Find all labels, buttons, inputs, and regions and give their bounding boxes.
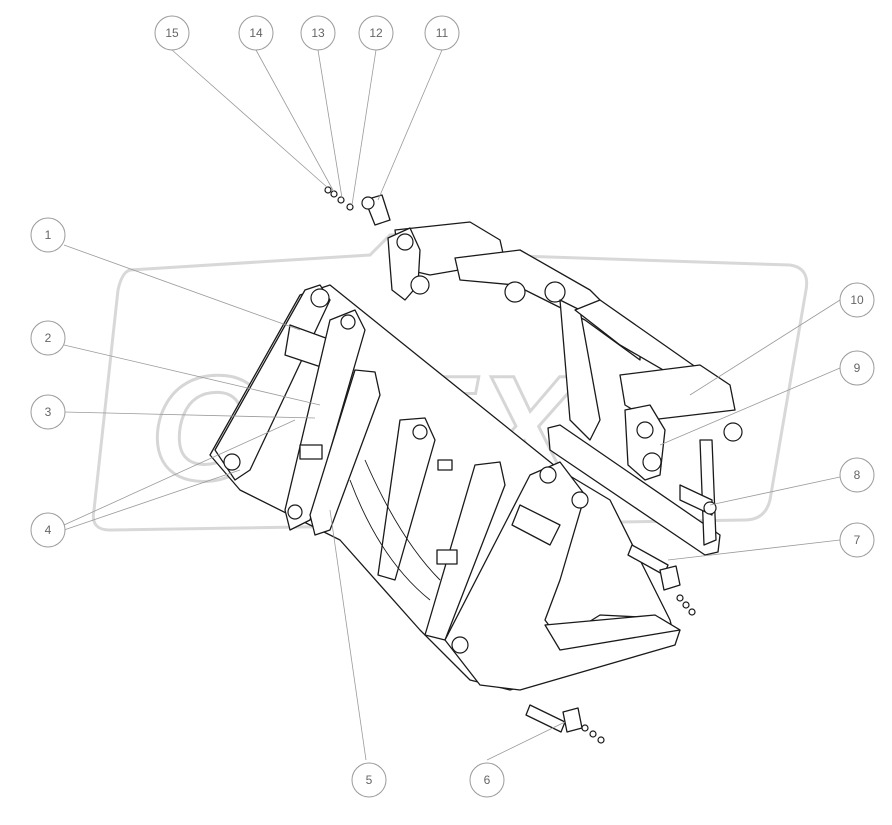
top-pin-head [361,196,375,210]
svg-text:2: 2 [45,331,52,345]
callout-6: 6 [469,762,505,798]
hitch-right-tube-end [723,422,743,442]
hitch-right-pin-hole-upper [636,421,654,439]
pin-part-6 [525,704,566,733]
bucket-inner-curve [349,479,431,601]
svg-text:15: 15 [165,26,179,40]
leader-6 [486,721,566,761]
hitch-cross-tube [454,249,641,361]
svg-text:9: 9 [854,361,861,375]
svg-text:8: 8 [854,468,861,482]
bucket-cutting-edge [544,614,681,651]
svg-text:14: 14 [249,26,263,40]
bucket-cross-tube-lower [511,504,561,546]
callout-7: 7 [839,522,875,558]
callout-13: 13 [300,15,336,51]
bucket-rib-3 [377,417,436,581]
washer-part-14 [330,190,338,198]
washer-part-7b [682,601,690,609]
callout-15: 15 [154,15,190,51]
pin-part-6-plate [562,707,583,733]
hitch-tube-end-left [504,281,526,303]
svg-text:3: 3 [45,405,52,419]
leader-7 [667,539,841,561]
hitch-right-pin-hole-lower [642,452,662,472]
callout-10: 10 [839,282,875,318]
bucket-rib-4 [424,461,506,641]
washer-part-6b [589,730,597,738]
leader-4a [63,419,296,526]
leader-4b [63,469,241,531]
callout-3: 3 [30,394,66,430]
leader-5 [329,509,367,761]
svg-text:7: 7 [854,533,861,547]
rib-1-bottom-bore [287,504,303,520]
leader-2 [63,344,321,406]
leader-11 [377,49,443,201]
callouts: 1 2 3 4 5 6 7 8 9 10 11 12 13 14 15 [30,15,875,798]
left-side-bottom-bore [223,453,241,471]
leader-9 [659,367,841,446]
callout-9: 9 [839,350,875,386]
hitch-roller-end [703,501,717,515]
bucket-rib-2 [309,369,381,536]
leader-lines [63,49,841,761]
rib-3-top-bore [412,424,428,440]
leader-15 [171,49,329,189]
washer-part-7a [676,594,684,602]
callout-5: 5 [351,762,387,798]
svg-text:1: 1 [45,228,52,242]
leader-12 [351,49,377,206]
bolt-part-15 [324,186,332,194]
hitch-bottom-plate [547,424,721,556]
callout-12: 12 [358,15,394,51]
rib-1-top-bore [340,314,356,330]
leader-8 [709,476,841,506]
right-side-top-bore [539,466,557,484]
hitch-side-arm [559,299,601,441]
wear-pad-right [436,549,458,565]
wear-pad-left [299,444,323,460]
right-side-bottom-bore [451,636,469,654]
hitch-pin-hole-upper [396,233,414,251]
svg-text:13: 13 [311,26,325,40]
callout-8: 8 [839,457,875,493]
svg-text:11: 11 [436,26,449,40]
washer-part-12 [346,203,354,211]
callout-14: 14 [238,15,274,51]
svg-text:5: 5 [366,773,373,787]
hitch-tube-end-right [544,281,566,303]
bucket-frame [209,284,681,691]
svg-text:10: 10 [850,293,864,307]
wear-pad-mid [437,459,453,471]
washer-part-7c [688,608,696,616]
leader-3 [63,411,316,419]
svg-text:6: 6 [484,773,491,787]
bucket-rib-1 [284,309,366,531]
svg-text:12: 12 [369,26,383,40]
svg-text:4: 4 [45,523,52,537]
callout-11: 11 [424,15,460,51]
pin-part-7-plate [659,565,681,591]
leader-10 [689,299,841,396]
hardware [324,186,696,744]
washer-part-6c [597,736,605,744]
right-side-mid-bore [571,491,589,509]
quick-hitch-frame [387,221,743,556]
washer-part-6a [581,724,589,732]
callout-1: 1 [30,217,66,253]
leader-13 [317,49,343,199]
left-side-top-bore [310,288,330,308]
washer-part-13 [337,196,345,204]
bucket-inner-curve-2 [364,459,441,581]
hitch-pin-hole-lower [410,275,430,295]
callout-4: 4 [30,512,66,548]
watermark-frame [91,228,809,532]
leader-1 [63,244,301,331]
callout-2: 2 [30,320,66,356]
leader-14 [255,49,335,193]
